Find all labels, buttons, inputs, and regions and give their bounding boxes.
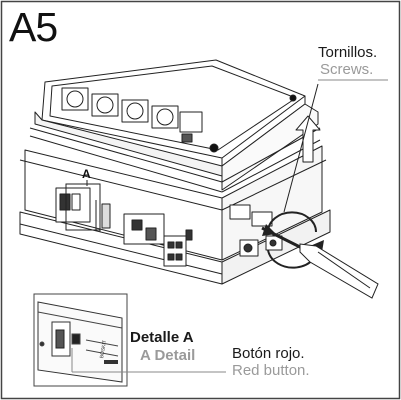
screws-label-es: Tornillos. [318,44,378,61]
front-modules [55,187,193,267]
lift-arrow-icon [295,115,321,163]
callout-a-marker [65,180,101,231]
screws-leader-line [283,83,319,213]
screwdriver-icon [261,226,379,299]
detail-inset [33,293,226,387]
lid-screw-dot [209,143,219,153]
box-side [221,145,323,261]
detail-title-en: A Detail [140,347,196,364]
socket-row [61,87,203,143]
screws-label-en: Screws. [320,61,374,78]
callout-letter: A [82,167,91,181]
detail-title-es: Detalle A [130,329,194,346]
step-label: A5 [9,4,58,50]
floor-box-assembly [19,59,331,285]
red-button-label-en: Red button. [232,362,310,379]
side-fixings [229,204,283,257]
red-button-label-es: Botón rojo. [232,345,305,362]
